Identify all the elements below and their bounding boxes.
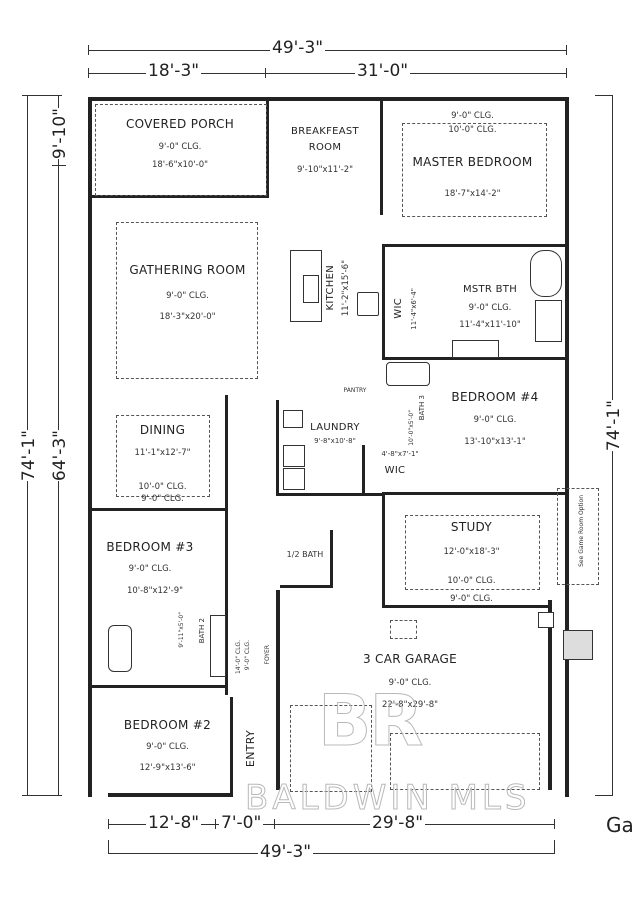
room-name: FOYER <box>264 645 271 665</box>
room-ceiling: 9'-0" CLG. <box>468 303 512 313</box>
dining-tray-outline <box>116 415 210 497</box>
room-size: 13'-10"x13'-1" <box>464 437 526 447</box>
game-room-option-note: See Game Room Option <box>578 495 585 567</box>
room-ceiling: 9'-0" CLG. <box>158 142 202 152</box>
study-tray-outline <box>405 515 540 590</box>
room-name: 3 CAR GARAGE <box>362 652 458 666</box>
room-size: 18'-7"x14'-2" <box>444 189 501 199</box>
room-size: 18'-3"x20'-0" <box>159 312 216 322</box>
room-name: BEDROOM #2 <box>123 718 212 732</box>
room-size: 9'-11"x5'-0" <box>178 612 185 648</box>
room-size: 11'-2"x15'-6" <box>341 260 351 317</box>
room-size: 12'-0"x18'-3" <box>443 547 500 557</box>
room-ceiling: 9'-0" CLG. <box>450 594 493 604</box>
room-name: WIC <box>393 298 404 319</box>
room-size: 10'-0"x5'-0" <box>408 410 415 446</box>
laundry-sink-icon <box>283 410 303 428</box>
room-ceiling: 9'-0" CLG. <box>128 564 172 574</box>
room-name: 1/2 BATH <box>286 550 324 559</box>
room-name: DINING <box>139 423 186 437</box>
room-size: 4'-8"x7'-1" <box>381 450 419 458</box>
room-size: 9'-8"x10'-8" <box>314 437 356 445</box>
room-size: 22'-8"x29'-8" <box>381 700 439 710</box>
room-name: BATH 2 <box>198 618 206 644</box>
room-name: WIC <box>384 465 406 476</box>
watermark-text: BALDWIN MLS <box>244 778 531 819</box>
room-ceiling: 9'-0" CLG. <box>244 640 251 671</box>
bath2-tub-icon <box>108 625 132 672</box>
room-size: 11'-1"x12'-7" <box>134 448 191 458</box>
dim-bottom-mid: 7'-0" <box>219 813 264 833</box>
room-name: KITCHEN <box>325 265 336 311</box>
room-size: 9'-10"x11'-2" <box>296 165 354 175</box>
room-ceiling: 9'-0" CLG. <box>451 111 494 121</box>
room-name: BEDROOM #3 <box>106 540 194 554</box>
kitchen-sink-icon <box>303 275 319 303</box>
dim-top-overall: 49'-3" <box>270 38 326 58</box>
room-ceiling: 9'-0" CLG. <box>141 494 184 504</box>
room-name: STUDY <box>450 520 493 534</box>
washer-icon <box>283 445 305 467</box>
dryer-icon <box>283 468 305 490</box>
room-size: 11'-4"x11'-10" <box>459 320 521 330</box>
cooktop-icon <box>357 292 379 316</box>
room-size: 12'-9"x13'-6" <box>139 763 196 773</box>
room-ceiling-tray: 10'-0" CLG. <box>448 125 497 135</box>
room-size: 10'-8"x12'-9" <box>126 586 184 596</box>
game-room-option-box <box>557 488 599 585</box>
room-name-2: ROOM <box>308 142 342 153</box>
garage-door-2 <box>390 733 540 790</box>
dim-bottom-left: 12'-8" <box>146 813 202 833</box>
room-name: LAUNDRY <box>310 422 360 433</box>
porch-outline <box>95 104 267 196</box>
room-ceiling-tray: 14'-0" CLG. <box>235 640 242 675</box>
dim-left-top: 9'-10" <box>50 108 71 160</box>
room-size: 18'-6"x10'-0" <box>151 160 209 170</box>
garage-door-1 <box>290 705 372 792</box>
room-ceiling: 9'-0" CLG. <box>473 415 517 425</box>
watermark-logo: BR <box>317 680 423 763</box>
corner-text: Ga <box>604 813 636 837</box>
ac-unit-icon <box>563 630 593 660</box>
room-name: PANTRY <box>343 387 367 394</box>
water-heater-icon <box>538 612 554 628</box>
room-name: BATH 3 <box>418 395 426 421</box>
dim-right: 74'-1" <box>604 400 625 452</box>
bath2-vanity-icon <box>210 615 226 677</box>
room-size: 11'-4"x6'-4" <box>410 288 418 330</box>
gathering-tray-outline <box>116 222 258 379</box>
attic-access-outline <box>390 620 417 639</box>
room-ceiling-tray: 10'-0" CLG. <box>447 576 496 586</box>
dim-bottom-overall: 49'-3" <box>258 842 314 862</box>
shower-icon <box>535 300 562 342</box>
room-name: BEDROOM #4 <box>451 390 539 404</box>
room-name: ENTRY <box>244 730 257 768</box>
dim-top-left: 18'-3" <box>146 61 202 81</box>
bathtub-icon <box>530 250 562 297</box>
room-ceiling: 9'-0" CLG. <box>166 291 209 301</box>
double-vanity-icon <box>452 340 499 358</box>
dim-left-outer: 74'-1" <box>19 430 40 482</box>
room-name: MASTER BEDROOM <box>412 155 533 169</box>
room-name: BREAKFEAST <box>291 126 359 137</box>
room-ceiling: 9'-0" CLG. <box>146 742 189 752</box>
bath3-tub-icon <box>386 362 430 386</box>
dim-bottom-right: 29'-8" <box>370 813 426 833</box>
dim-top-right: 31'-0" <box>355 61 411 81</box>
room-name: MSTR BTH <box>462 284 518 295</box>
dim-left-inner: 64'-3" <box>50 430 71 482</box>
room-name: GATHERING ROOM <box>129 263 246 277</box>
room-ceiling-tray: 10'-0" CLG. <box>138 482 187 492</box>
room-name: COVERED PORCH <box>125 117 235 131</box>
room-ceiling: 9'-0" CLG. <box>388 678 432 688</box>
master-tray-outline <box>402 123 547 217</box>
